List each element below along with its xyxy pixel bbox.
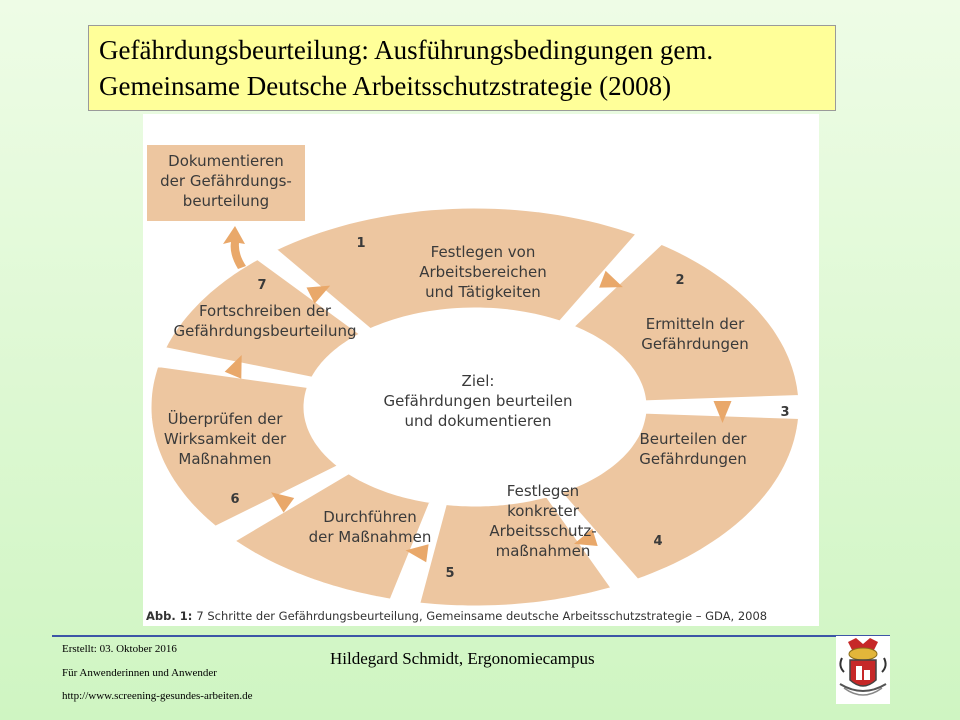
documentation-box — [145, 143, 307, 223]
slide-title-line-2: Gemeinsame Deutsche Arbeitsschutzstrateg… — [99, 71, 672, 101]
step-4-number: 4 — [653, 534, 662, 549]
step-7-line-2: Gefährdungsbeurteilung — [173, 322, 356, 340]
process-arrow-7 — [306, 285, 331, 304]
step-5-line-2: der Maßnahmen — [309, 528, 432, 546]
documentation-line-3: beurteilung — [183, 192, 269, 210]
slide-title-line-1: Gefährdungsbeurteilung: Ausführungsbedin… — [99, 35, 714, 65]
process-arrows — [223, 226, 732, 563]
process-arrow-6 — [224, 355, 242, 379]
step-7-line-1: Fortschreiben der — [199, 302, 332, 320]
step-1-line-2: Arbeitsbereichen — [419, 263, 547, 281]
step-4-segment — [416, 494, 615, 609]
step-1-line-1: Festlegen von — [431, 243, 536, 261]
footer-url: http://www.screening-gesundes-arbeiten.d… — [62, 690, 253, 702]
step-3-line-2: Gefährdungen — [639, 450, 747, 468]
figure-caption: Abb. 1: 7 Schritte der Gefährdungsbeurtei… — [146, 609, 767, 623]
documentation-line-2: der Gefährdungs- — [160, 172, 292, 190]
footer-author: Hildegard Schmidt, Ergonomiecampus — [330, 649, 595, 668]
process-arrow-2 — [713, 401, 732, 423]
goal-line-3: und dokumentieren — [405, 412, 552, 430]
step-6-segment — [148, 363, 342, 530]
step-7-segment — [161, 256, 364, 380]
slide-title: Gefährdungsbeurteilung: Ausführungsbedin… — [88, 25, 836, 111]
documentation-arrow — [223, 226, 246, 269]
step-4-line-4: maßnahmen — [496, 542, 591, 560]
step-6-line-1: Überprüfen der — [168, 409, 284, 428]
step-6-number: 6 — [230, 492, 239, 507]
process-segments — [148, 205, 802, 609]
process-arrow-5 — [271, 492, 295, 513]
step-2-number: 2 — [675, 273, 684, 288]
step-2-line-2: Gefährdungen — [641, 335, 749, 353]
step-6-line-2: Wirksamkeit der — [164, 430, 287, 448]
step-5-number: 5 — [445, 566, 454, 581]
step-3-segment — [557, 410, 802, 582]
step-7-number: 7 — [257, 278, 266, 293]
step-6-line-3: Maßnahmen — [178, 450, 271, 468]
figure-caption-text: 7 Schritte der Gefährdungsbeurteilung, G… — [196, 609, 767, 623]
coat-of-arms-icon — [836, 636, 890, 704]
goal-line-2: Gefährdungen beurteilen — [384, 392, 573, 410]
goal-line-1: Ziel: — [462, 372, 495, 390]
process-arrow-1 — [599, 270, 623, 288]
footer-divider — [52, 635, 890, 637]
step-1-segment — [272, 205, 641, 332]
step-2-segment — [569, 241, 802, 404]
step-2-line-1: Ermitteln der — [646, 315, 745, 333]
figure-caption-label: Abb. 1: — [146, 609, 192, 623]
step-5-line-1: Durchführen — [323, 508, 417, 526]
step-1-line-3: und Tätigkeiten — [425, 283, 541, 301]
step-3-number: 3 — [780, 405, 789, 420]
documentation-line-1: Dokumentieren — [168, 152, 284, 170]
process-diagram-svg: Dokumentieren der Gefährdungs- beurteilu… — [145, 143, 802, 623]
step-4-line-2: konkreter — [507, 502, 580, 520]
process-diagram: Dokumentieren der Gefährdungs- beurteilu… — [143, 114, 819, 626]
step-1-number: 1 — [356, 236, 365, 251]
step-5-segment — [230, 470, 434, 602]
footer-created: Erstellt: 03. Oktober 2016 — [62, 643, 177, 655]
step-3-line-1: Beurteilen der — [639, 430, 747, 448]
process-arrow-3 — [574, 528, 598, 546]
step-4-line-3: Arbeitsschutz- — [489, 522, 596, 540]
footer-audience: Für Anwenderinnen und Anwender — [62, 667, 217, 679]
goal-ellipse — [345, 330, 611, 482]
process-arrow-4 — [405, 544, 429, 563]
step-4-line-1: Festlegen — [507, 482, 579, 500]
